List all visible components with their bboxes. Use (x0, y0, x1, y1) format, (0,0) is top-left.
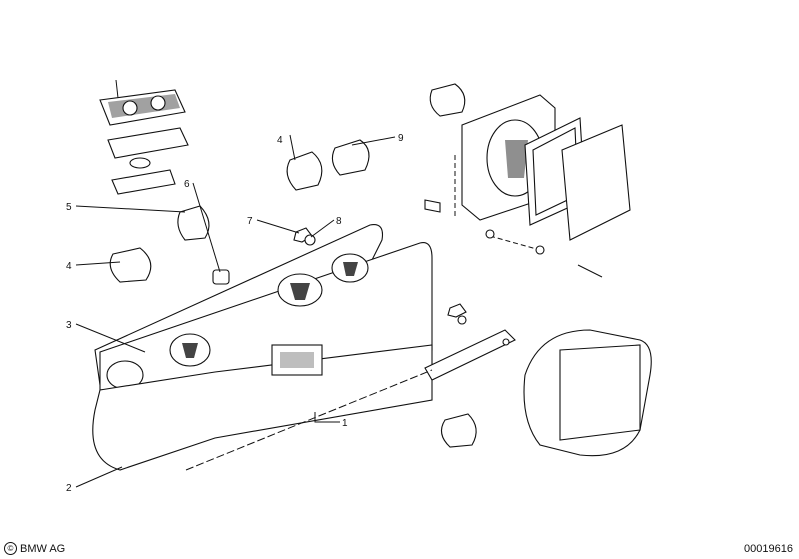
tail-light-lens (92, 344, 433, 471)
brand-name: BMW AG (20, 542, 66, 555)
nut-8 (304, 234, 316, 246)
brand-copyright: © BMW AG (4, 542, 65, 555)
reversing-light-lens (561, 124, 631, 241)
callout-labels: 1 2 3 4 4 5 6 7 8 9 (66, 133, 404, 494)
bulb-6 (212, 269, 230, 285)
callout-6: 6 (184, 179, 190, 190)
callout-5: 5 (66, 202, 72, 213)
tail-light-housing (94, 224, 433, 391)
document-number: 00019616 (744, 543, 793, 555)
leader-lines (75, 134, 433, 488)
bulb-bottom (440, 413, 477, 448)
bulb-holder-plate (99, 79, 189, 195)
callout-8: 8 (336, 216, 342, 227)
callout-2: 2 (66, 483, 72, 494)
bulb-5 (177, 205, 210, 241)
bulb-top-right (429, 83, 466, 117)
bulb-4-left (109, 247, 152, 283)
callout-9: 9 (398, 133, 404, 144)
bulb-4-top (286, 151, 323, 191)
copyright-icon: © (4, 542, 17, 555)
callout-1: 1 (342, 418, 348, 429)
callout-7: 7 (247, 216, 253, 227)
callout-3: 3 (66, 320, 72, 331)
callout-4-top: 4 (277, 135, 283, 146)
mounting-bracket (424, 303, 516, 381)
screw-right (424, 199, 603, 278)
fog-light (523, 329, 652, 457)
bulb-9 (331, 139, 370, 176)
callout-4-left: 4 (66, 261, 72, 272)
